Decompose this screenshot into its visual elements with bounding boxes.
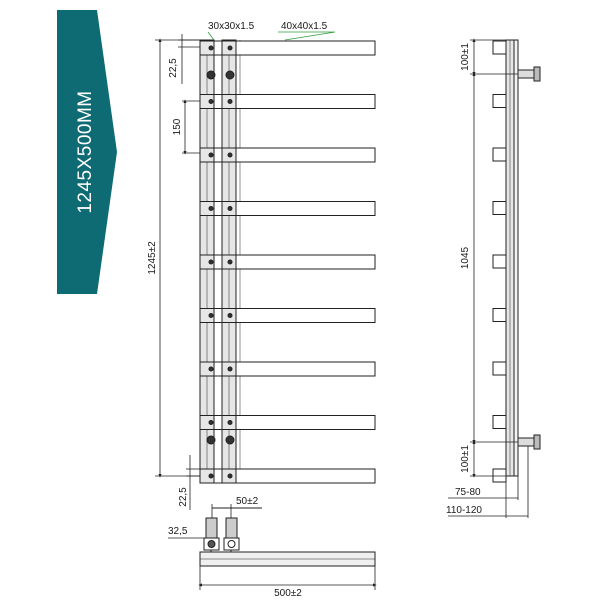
bar-bolt <box>227 99 233 104</box>
collector-bar-junction <box>199 308 215 323</box>
bar-bolt <box>227 259 233 265</box>
side-view-dimensions <box>448 38 529 518</box>
connection-nipple <box>206 70 216 80</box>
top-bracket-label: 100±1 <box>460 43 471 71</box>
bar-bolt <box>208 45 214 51</box>
side-bar-end <box>492 468 507 483</box>
bar-bolt <box>208 313 214 318</box>
side-bar-end <box>492 147 507 162</box>
connection-nipple <box>206 435 216 445</box>
side-bar-end <box>492 201 507 215</box>
profile-leader-horizontal <box>278 31 336 41</box>
collector-bar-junction <box>199 94 215 109</box>
side-bar-ends <box>492 40 507 483</box>
collector-bar-junction <box>199 254 215 270</box>
collector-bar-junction <box>199 147 215 163</box>
total-height-label: 1245±2 <box>147 241 158 275</box>
bar-bolt <box>227 313 233 318</box>
side-bar-end <box>492 40 507 55</box>
valve-spacing-label: 50±2 <box>236 496 259 507</box>
valve-right-cap <box>223 537 240 551</box>
side-wall-line <box>513 39 519 477</box>
total-depth-label: 110-120 <box>446 505 482 516</box>
bar-bolt <box>208 152 214 158</box>
wall-depth-label: 75-80 <box>455 487 481 498</box>
bottom-bracket-label: 100±1 <box>460 445 471 473</box>
bar-bolt <box>227 152 233 158</box>
bar-bolt <box>208 473 214 479</box>
valve-offset-label: 32,5 <box>168 526 188 537</box>
banner-label: 1245X500MM <box>75 90 96 213</box>
front-view-labels: 30x30x1.5 40x40x1.5 22,5 150 1245±2 22,5 <box>147 21 328 507</box>
collector-bar-junction <box>199 361 215 377</box>
valve-left-port <box>207 540 216 548</box>
bottom-view-labels: 50±2 32,5 500±2 <box>168 496 302 599</box>
bottom-wall-bracket-cap <box>533 434 541 450</box>
bar-bolt <box>208 259 214 265</box>
horizontal-bars <box>199 40 376 484</box>
side-view-labels: 100±1 1045 100±1 75-80 110-120 <box>446 43 482 516</box>
bottom-offset-label: 22,5 <box>178 487 189 507</box>
side-bar-end <box>492 94 507 108</box>
valve-left-body <box>205 517 218 541</box>
side-bar-end <box>492 254 507 269</box>
valve-right-body <box>225 517 238 541</box>
center-distance-label: 1045 <box>460 246 471 269</box>
side-bar-end <box>492 308 507 322</box>
profile-leader-vertical <box>207 31 215 41</box>
front-view-dimensions <box>155 31 336 510</box>
valve-right-port <box>227 540 236 548</box>
top-offset-label: 22,5 <box>168 58 179 78</box>
side-view <box>492 39 541 483</box>
bottom-view <box>168 504 377 590</box>
size-banner: 1245X500MM <box>57 10 117 294</box>
collector-bar-junction <box>199 415 215 430</box>
bar-bolt <box>227 420 233 425</box>
bar-bolt <box>227 366 233 372</box>
bar-bolt <box>208 99 214 104</box>
bar-bolt <box>208 206 214 211</box>
total-width-label: 500±2 <box>274 588 302 599</box>
bar-bolt <box>227 45 233 51</box>
top-wall-bracket-cap <box>533 66 541 82</box>
bar-bolt <box>227 473 233 479</box>
side-bar-end <box>492 361 507 376</box>
bar-spacing-label: 150 <box>172 118 183 135</box>
profile-vertical-label: 30x30x1.5 <box>208 21 255 32</box>
collector-bar-junction <box>199 40 215 56</box>
bar-bolt <box>208 420 214 425</box>
side-bar-end <box>492 415 507 429</box>
bar-bolt <box>227 206 233 211</box>
profile-horizontal-label: 40x40x1.5 <box>281 21 328 32</box>
banner-arrow-shape <box>57 10 117 294</box>
connection-nipple <box>225 435 235 445</box>
collector-bar-junction <box>199 201 215 216</box>
front-view <box>199 39 376 484</box>
connection-nipple <box>225 70 235 80</box>
bar-bolt <box>208 366 214 372</box>
